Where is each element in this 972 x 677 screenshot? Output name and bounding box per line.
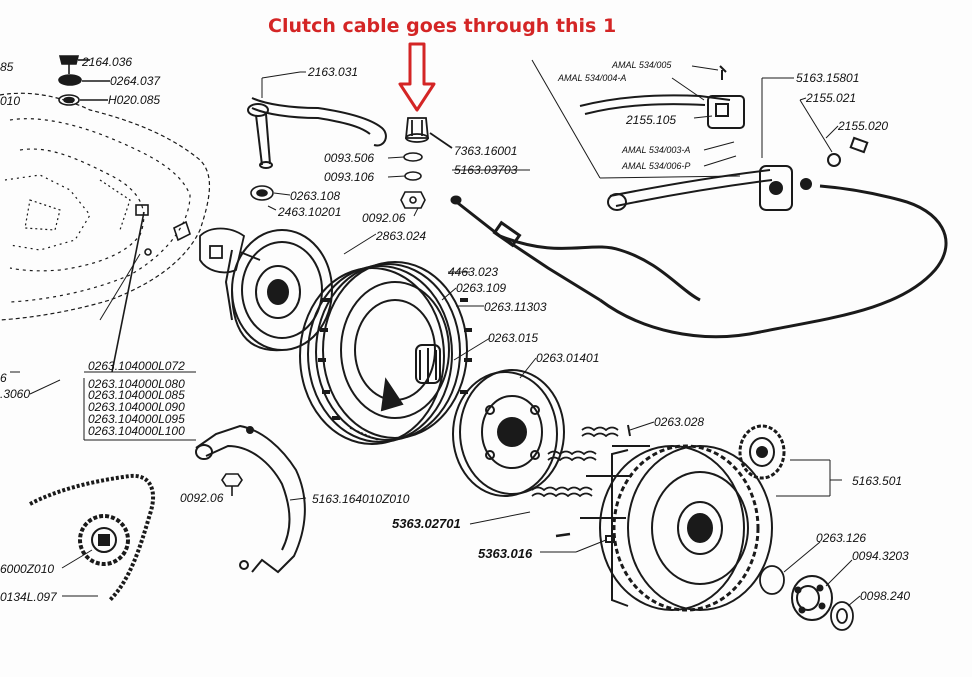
seal-H020085 xyxy=(58,94,108,106)
label-2164036: 2164.036 xyxy=(81,55,132,69)
label-amal-534-006p: AMAL 534/006-P xyxy=(621,161,690,171)
label-0092306-a: 0092.06 xyxy=(362,211,406,225)
shim-label: 0263.104000L100 xyxy=(88,424,185,438)
label-5163164010Z010: 5163.164010Z010 xyxy=(312,492,410,506)
label-0263015: 0263.015 xyxy=(488,331,538,345)
label-0264037: 0264.037 xyxy=(110,74,161,88)
washer-0093506 xyxy=(403,152,423,162)
label-2155021: 2155.021 xyxy=(805,91,856,105)
label-516303703: 5163.03703 xyxy=(454,163,518,177)
shim-list: 0263.104000L072 0263.104000L080 0263.104… xyxy=(88,359,185,438)
clutch-basket-5163501 xyxy=(599,444,773,612)
washer-0264037 xyxy=(58,74,110,86)
label-0263028: 0263.028 xyxy=(654,415,704,429)
shim-label: 0263.104000L085 xyxy=(88,388,185,402)
washer-0263126 xyxy=(759,565,785,595)
nut-0092306-lower xyxy=(221,473,243,496)
label-0098240: 0098.240 xyxy=(860,589,910,603)
label-amal-534-004a: AMAL 534/004-A xyxy=(557,73,626,83)
label-00943203: 0094.3203 xyxy=(852,549,909,563)
label-246310201: 2463.10201 xyxy=(277,205,341,219)
clutch-plate-pack-4463023 xyxy=(299,261,472,445)
leader-lines xyxy=(10,59,861,607)
clutch-outer-cover-2863024 xyxy=(224,229,333,352)
clutch-lever-arm xyxy=(247,71,387,169)
label-6000Z010: 6000Z010 xyxy=(0,562,54,576)
label-5163501: 5163.501 xyxy=(852,474,902,488)
label-5363016: 5363.016 xyxy=(478,546,533,561)
shim-list-box xyxy=(83,371,196,441)
chain-guard-bracket-5163164010Z010 xyxy=(195,424,306,574)
label-amal-534-005: AMAL 534/005 xyxy=(611,60,672,70)
spring-bolts-0263028 xyxy=(580,424,650,543)
shim-label: 0263.104000L072 xyxy=(88,359,185,373)
pressure-plate-0263015 xyxy=(452,369,565,497)
seal-0263108 xyxy=(250,185,274,201)
screw-2164036 xyxy=(58,55,90,74)
nut-0092306 xyxy=(400,191,426,209)
label-0093106: 0093.106 xyxy=(324,170,374,184)
label-026301401: 0263.01401 xyxy=(536,351,599,365)
washer-0098240 xyxy=(830,601,854,631)
label-2163031: 2163.031 xyxy=(307,65,358,79)
shim-label: 0263.104000L095 xyxy=(88,412,185,426)
label-0263126: 0263.126 xyxy=(816,531,866,545)
handlebar-lever-assembly xyxy=(579,65,869,211)
label-85: 85 xyxy=(0,60,14,74)
annotation-text: Clutch cable goes through this 1 xyxy=(268,15,616,37)
crankcase-cover xyxy=(0,92,211,321)
pushrod-piece xyxy=(199,227,261,274)
drive-chain xyxy=(29,473,156,602)
small-pin-pieces xyxy=(111,204,191,373)
label-0092306-b: 0092.06 xyxy=(180,491,224,505)
label-7363160001: 7363.16001 xyxy=(454,144,517,158)
clutch-springs-5363016 xyxy=(531,426,619,538)
label-4463023: 4463.023 xyxy=(448,265,498,279)
label-amal-534-003a: AMAL 534/003-A xyxy=(621,145,690,155)
down-arrow-icon xyxy=(398,42,436,112)
label-0093506: 0093.506 xyxy=(324,151,374,165)
label-2155105: 2155.105 xyxy=(625,113,676,127)
label-536302701: 5363.02701 xyxy=(392,516,461,531)
spring-pin-0263109 xyxy=(349,427,379,441)
bearing-00943203 xyxy=(791,575,833,621)
label-3060: .3060 xyxy=(0,387,30,401)
label-516315801: 5163.15801 xyxy=(796,71,859,85)
label-2155020: 2155.020 xyxy=(837,119,888,133)
cable-adjuster-7363160001 xyxy=(405,117,453,149)
label-H020085: H020.085 xyxy=(108,93,160,107)
shim-label: 0263.104000L080 xyxy=(88,377,185,391)
label-010: 010 xyxy=(0,94,20,108)
label-0263108: 0263.108 xyxy=(290,189,340,203)
clutch-cable xyxy=(450,184,948,339)
front-sprocket xyxy=(78,514,130,566)
label-0263109: 0263.109 xyxy=(456,281,506,295)
drive-gear-small xyxy=(738,424,786,480)
label-2863024: 2863.024 xyxy=(375,229,426,243)
label-026311303: 0263.11303 xyxy=(484,300,547,314)
label-6: 6 xyxy=(0,371,7,385)
shim-label: 0263.104000L090 xyxy=(88,400,185,414)
washer-0093106 xyxy=(404,171,422,181)
label-0134L097: 0134L.097 xyxy=(0,590,58,604)
